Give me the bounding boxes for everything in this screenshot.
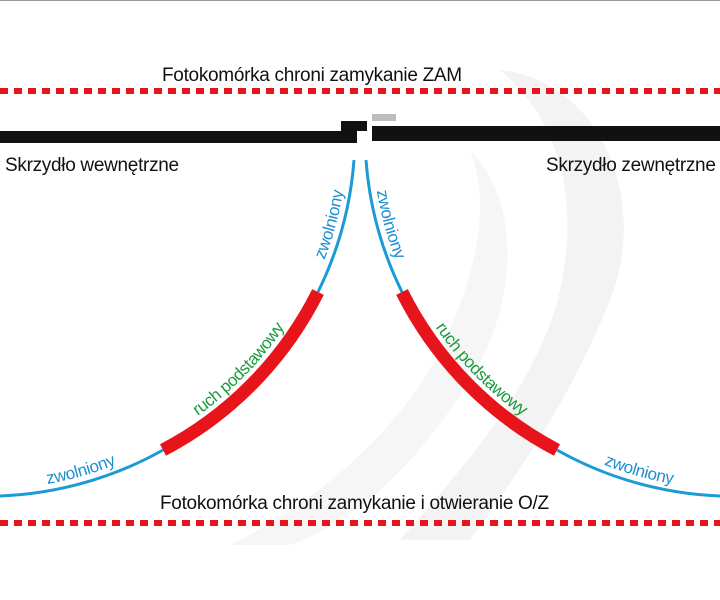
watermark-logo [230, 70, 624, 545]
wing-inner-stop [341, 121, 367, 131]
wing-outer-bar [372, 126, 720, 141]
photocell-top-label: Fotokomórka chroni zamykanie ZAM [162, 65, 462, 86]
wing-outer-label: Skrzydło zewnętrzne [546, 155, 716, 176]
wing-inner-bar [0, 131, 357, 143]
wing-outer-stop [372, 114, 396, 121]
wing-inner-label: Skrzydło wewnętrzne [5, 155, 179, 176]
photocell-bottom-label: Fotokomórka chroni zamykanie i otwierani… [160, 493, 550, 514]
